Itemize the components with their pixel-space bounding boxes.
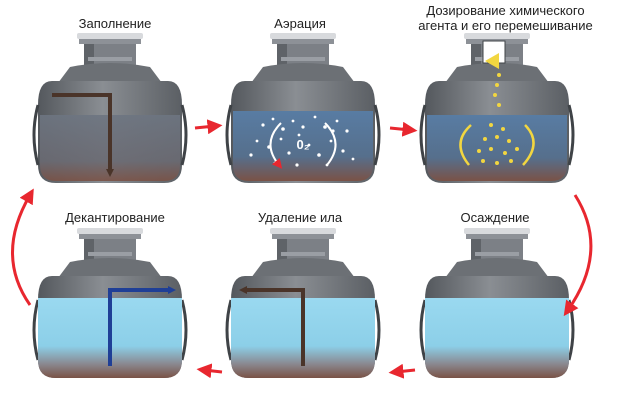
cycle-arrow-5-4 — [204, 370, 222, 372]
cycle-arrow-3-6 — [568, 195, 591, 310]
tank-sludge-removal — [227, 228, 379, 378]
tank-chemical-dosing — [421, 33, 573, 183]
label-chemical-dosing-line1: Дозирование химического — [398, 3, 613, 18]
tank-aeration: 0₂ — [227, 33, 379, 183]
tank-decanting — [34, 228, 186, 378]
cycle-arrow-6-5 — [396, 370, 415, 372]
label-chemical-dosing: Дозирование химического агента и его пер… — [398, 3, 613, 33]
label-chemical-dosing-line2: агента и его перемешивание — [398, 18, 613, 33]
label-settling: Осаждение — [420, 210, 570, 225]
dosing-water — [427, 115, 567, 181]
cycle-arrow-1-2 — [195, 126, 215, 128]
tank-filling — [34, 33, 186, 183]
label-decanting: Декантирование — [20, 210, 210, 225]
settling-water — [425, 298, 569, 378]
label-filling: Заполнение — [40, 16, 190, 31]
label-sludge-removal: Удаление ила — [215, 210, 385, 225]
label-aeration: Аэрация — [225, 16, 375, 31]
oxygen-label: 0₂ — [296, 137, 309, 152]
tank-settling — [421, 228, 573, 378]
cycle-arrow-2-3 — [390, 128, 410, 130]
